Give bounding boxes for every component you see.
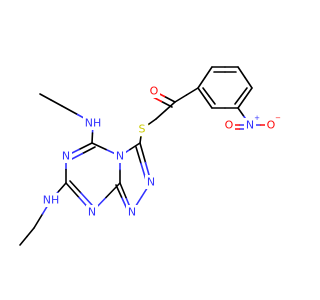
bond-nh-bottom-ring-end [57, 182, 67, 193]
bond-ethyl-bottom-cc-start [19, 235, 28, 246]
bond-triazine-1b-start [81, 146, 96, 155]
bond-carbonyl-1-start [163, 95, 176, 103]
bond-triazine-6-end [91, 142, 107, 151]
atom-nh-top-label: NH [85, 117, 102, 130]
atom-nitro-o-right-charge: − [275, 114, 281, 122]
atom-n-ring-right-a: N [145, 175, 157, 189]
bond-triazole-4-end [119, 182, 127, 199]
atom-nitro-n: N + [244, 114, 260, 132]
bond-benzene-6-start [204, 97, 213, 109]
atom-nh-bottom: NH [41, 193, 61, 207]
atom-nitro-o-right-label: O [267, 119, 276, 132]
bond-nh-top-ring-end [91, 132, 94, 144]
bond-triazine-3b-end [80, 192, 93, 206]
atom-nh-top: NH [83, 116, 103, 130]
atom-oxygen-carbonyl-label: O [150, 85, 159, 98]
bond-c-s-start [139, 135, 142, 144]
bond-ethyl-bottom-cc-end [26, 227, 35, 238]
atom-labels: NH NH N N N N N S [41, 84, 281, 219]
bond-ethyl-bottom-cn-start [33, 213, 44, 229]
bond-benzene-4-start [244, 87, 253, 99]
atom-n-ring-left-top-label: N [62, 150, 70, 163]
bond-benzene-4-end [237, 97, 246, 109]
bond-triazine-3b-start [69, 180, 82, 194]
atom-n-ring-left-top: N [60, 149, 72, 163]
bond-benzene-1-start [197, 76, 206, 89]
bond-triazine-1b-end [69, 152, 84, 161]
bond-triazole-2-start [139, 142, 147, 164]
bond-ethyl-top-cc-start [39, 93, 52, 101]
bond-co-aryl-end [185, 87, 199, 96]
atom-nitro-n-label: N [246, 119, 254, 132]
bond-triazine-4-end [105, 182, 121, 199]
atom-sulfur: S [136, 122, 148, 136]
bond-ethyl-top-cn-start [61, 105, 79, 116]
atom-n-ring-right-b: N [126, 205, 138, 219]
atom-n-ring-right-a-label: N [147, 176, 155, 189]
atom-nitro-o-left-label: O [225, 119, 234, 132]
molecule-diagram: NH NH N N N N N S [19, 66, 281, 246]
bond-benzene-3-start [237, 66, 246, 79]
bond-lines [19, 66, 272, 246]
bond-ch2-co-start [155, 109, 167, 120]
atom-sulfur-label: S [139, 123, 146, 136]
bond-s-ch2-end [148, 118, 157, 125]
atom-oxygen-carbonyl: O [148, 84, 160, 98]
bond-triazine-1-start [78, 142, 93, 151]
bond-benzene-1-end [204, 66, 213, 79]
atom-nh-bottom-label: NH [43, 194, 60, 207]
atom-n-ring-left-bottom-label: N [88, 206, 96, 219]
bond-triazine-3-start [65, 182, 80, 199]
bond-benzene-3-end [244, 76, 253, 89]
atom-nitro-o-right: O − [265, 114, 281, 132]
bond-benzene-6b-start [208, 95, 216, 105]
bond-benzene-6b-end [202, 87, 210, 97]
atom-nitro-o-left: O [223, 118, 235, 132]
bond-benzene-6-end [197, 87, 206, 99]
atom-n-ring-fused-label: N [116, 150, 124, 163]
bond-benzene-4b-end [234, 95, 242, 105]
bond-c-nitro-start [237, 107, 245, 118]
atom-n-ring-right-b-label: N [128, 206, 136, 219]
atom-n-ring-left-bottom: N [86, 205, 98, 219]
bond-carbonyl-2-start [160, 100, 173, 108]
bond-triazole-1-end [129, 142, 141, 151]
bond-benzene-4b-start [240, 87, 248, 97]
bond-co-aryl-start [174, 94, 188, 103]
atom-nitro-n-charge: + [254, 114, 260, 122]
bond-triazole-4b-end [115, 184, 123, 198]
atom-n-ring-fused: N [114, 149, 126, 163]
bond-ethyl-top-cc-end [50, 99, 63, 107]
bond-triazole-2b-start [135, 146, 142, 165]
